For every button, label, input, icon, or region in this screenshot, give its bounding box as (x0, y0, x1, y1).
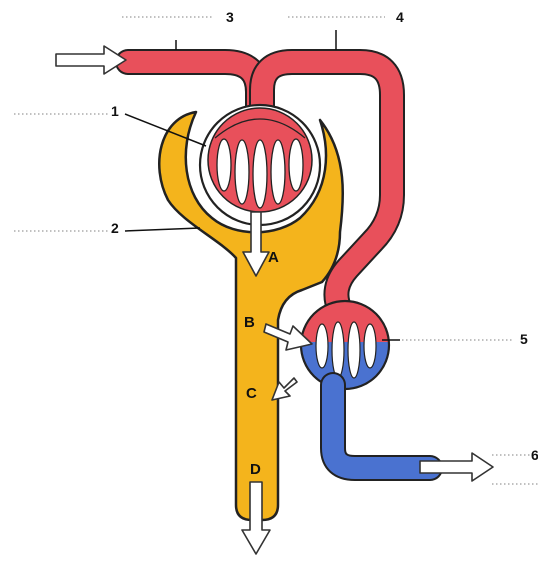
label-4: 4 (396, 9, 404, 25)
label-1: 1 (111, 103, 119, 119)
marker-b: B (244, 314, 255, 331)
vein (333, 385, 430, 468)
marker-c: C (246, 385, 257, 402)
glomerulus (200, 105, 320, 225)
marker-a: A (268, 249, 279, 266)
label-6: 6 (531, 447, 538, 463)
peritubular-capillaries (301, 301, 389, 389)
label-5: 5 (520, 331, 528, 347)
leader-2 (125, 228, 200, 231)
marker-d: D (250, 461, 261, 478)
label-2: 2 (111, 220, 119, 236)
inflow-arrow-icon (56, 46, 126, 74)
label-3: 3 (226, 9, 234, 25)
